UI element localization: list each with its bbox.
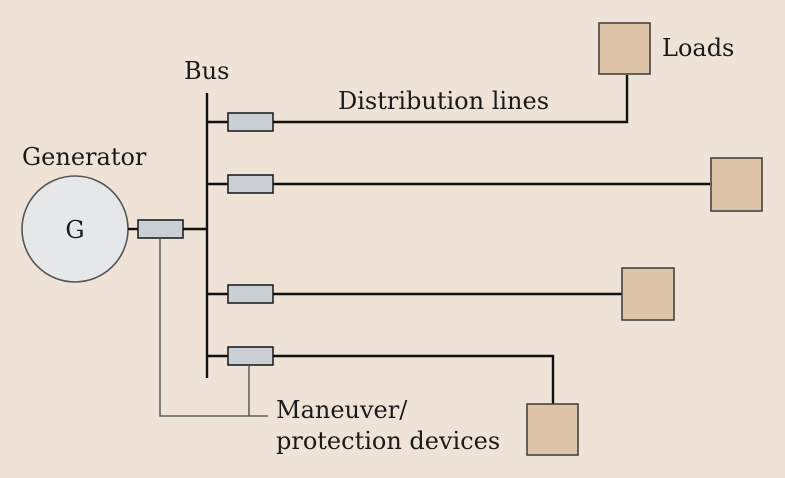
callout-line-generator-device: [159, 238, 268, 417]
bus-label: Bus: [184, 57, 229, 85]
feeder-2-device: [227, 174, 274, 194]
load-2: [710, 157, 763, 212]
load-3: [621, 267, 675, 321]
generator-label: Generator: [22, 143, 147, 171]
generator-protection-device: [137, 219, 184, 239]
generator-symbol: G: [65, 216, 84, 244]
feeder-1-line: [273, 75, 629, 124]
feeder-4-device: [227, 346, 274, 366]
load-1: [598, 22, 651, 75]
feeder-3-device: [227, 284, 274, 304]
feeder-4-line: [273, 354, 555, 404]
distribution-lines-label: Distribution lines: [338, 87, 549, 115]
feeder-1-device: [227, 112, 274, 132]
devices-label-line2: protection devices: [276, 427, 500, 455]
devices-label-line1: Maneuver/: [276, 396, 408, 424]
loads-label: Loads: [662, 34, 734, 62]
load-4: [526, 403, 579, 456]
